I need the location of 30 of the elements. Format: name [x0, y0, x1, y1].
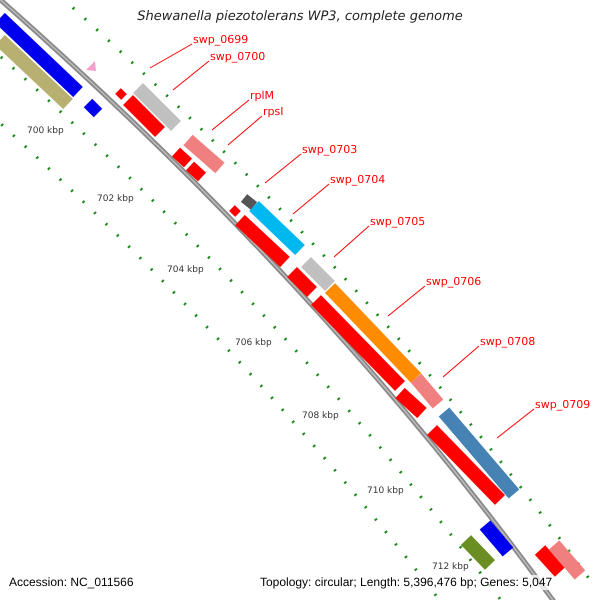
leader-line	[212, 100, 250, 130]
gene-label: swp_0704	[330, 173, 386, 186]
gene-label: swp_0708	[480, 335, 536, 348]
leader-line	[334, 226, 370, 258]
scale-label: 710 kbp	[367, 486, 404, 497]
leader-line	[292, 184, 330, 214]
accession-text: Accession: NC_011566	[9, 575, 134, 590]
title: Shewanella piezotolerans WP3, complete genome	[136, 9, 464, 24]
leader-line	[496, 408, 534, 438]
gene-label: swp_0703	[302, 143, 358, 156]
scale-label: 702 kbp	[97, 194, 134, 205]
genome-info-text: Topology: circular; Length: 5,396,476 bp; Genes: 5,047	[260, 575, 552, 590]
gene-label: rplM	[250, 89, 274, 102]
scale-label: 700 kbp	[27, 126, 64, 137]
leader-line	[264, 154, 302, 184]
gene-label: swp_0709	[535, 398, 590, 411]
gene-label: rpsI	[263, 105, 284, 118]
scale-label: 704 kbp	[167, 265, 204, 276]
scale-label: 712 kbp	[432, 562, 469, 573]
gene-label: swp_0705	[370, 215, 426, 228]
gene-label: swp_0706	[426, 275, 482, 288]
scale-label: 708 kbp	[302, 411, 339, 422]
leader-line	[442, 346, 480, 378]
gene-label: swp_0700	[210, 50, 266, 63]
gene-label: swp_0699	[193, 33, 248, 46]
leader-line	[388, 286, 426, 316]
scale-label: 706 kbp	[235, 338, 272, 349]
leader-line	[150, 44, 192, 68]
leader-line	[228, 116, 262, 146]
leader-line	[172, 60, 210, 90]
